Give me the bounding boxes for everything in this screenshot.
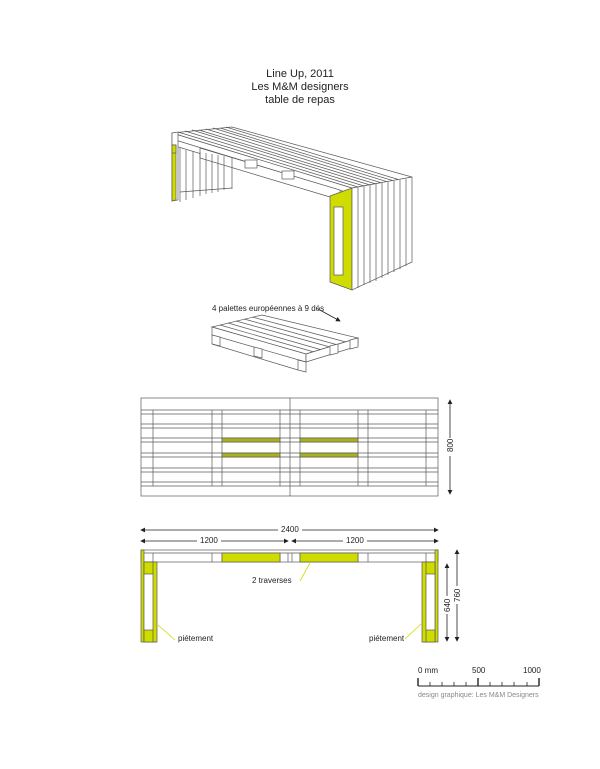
depth-dimension: 800 [444,399,456,495]
dimension-total: 2400 [281,525,299,534]
dimension-left: 1200 [200,536,218,545]
scale-label-0: 0 mm [418,666,438,675]
top-view [140,397,439,497]
height-dimensions [441,549,463,642]
title-line-1: Line Up, 2011 [266,68,334,80]
scale-label-1000: 1000 [523,666,541,675]
title-line-2: Les M&M designers [251,81,349,93]
front-dimensions [140,524,439,546]
dimension-right: 1200 [346,536,364,545]
traverses-label: 2 traverses [252,576,292,585]
pallet-label: 4 palettes européennes à 9 dés [212,304,324,313]
right-leg-label: piétement [369,634,405,643]
depth-dimension-label: 800 [446,438,455,452]
left-leg-leader [157,624,176,641]
scale-label-500: 500 [472,666,486,675]
title-block: Line Up, 2011 Les M&M designers table de… [0,68,600,107]
pallet-label-arrow [317,308,341,322]
left-leg-label: piétement [178,634,214,643]
pallet-view [210,314,360,373]
right-leg-leader [404,622,423,640]
dimension-total-height: 760 [453,588,462,602]
dimension-inner-height: 640 [443,598,452,612]
design-credit: design graphique: Les M&M Designers [418,692,539,699]
title-line-3: table de repas [265,94,335,106]
perspective-view [171,126,413,291]
scale-bar [417,678,540,687]
traverses-leader [299,562,311,582]
front-view [140,549,439,643]
